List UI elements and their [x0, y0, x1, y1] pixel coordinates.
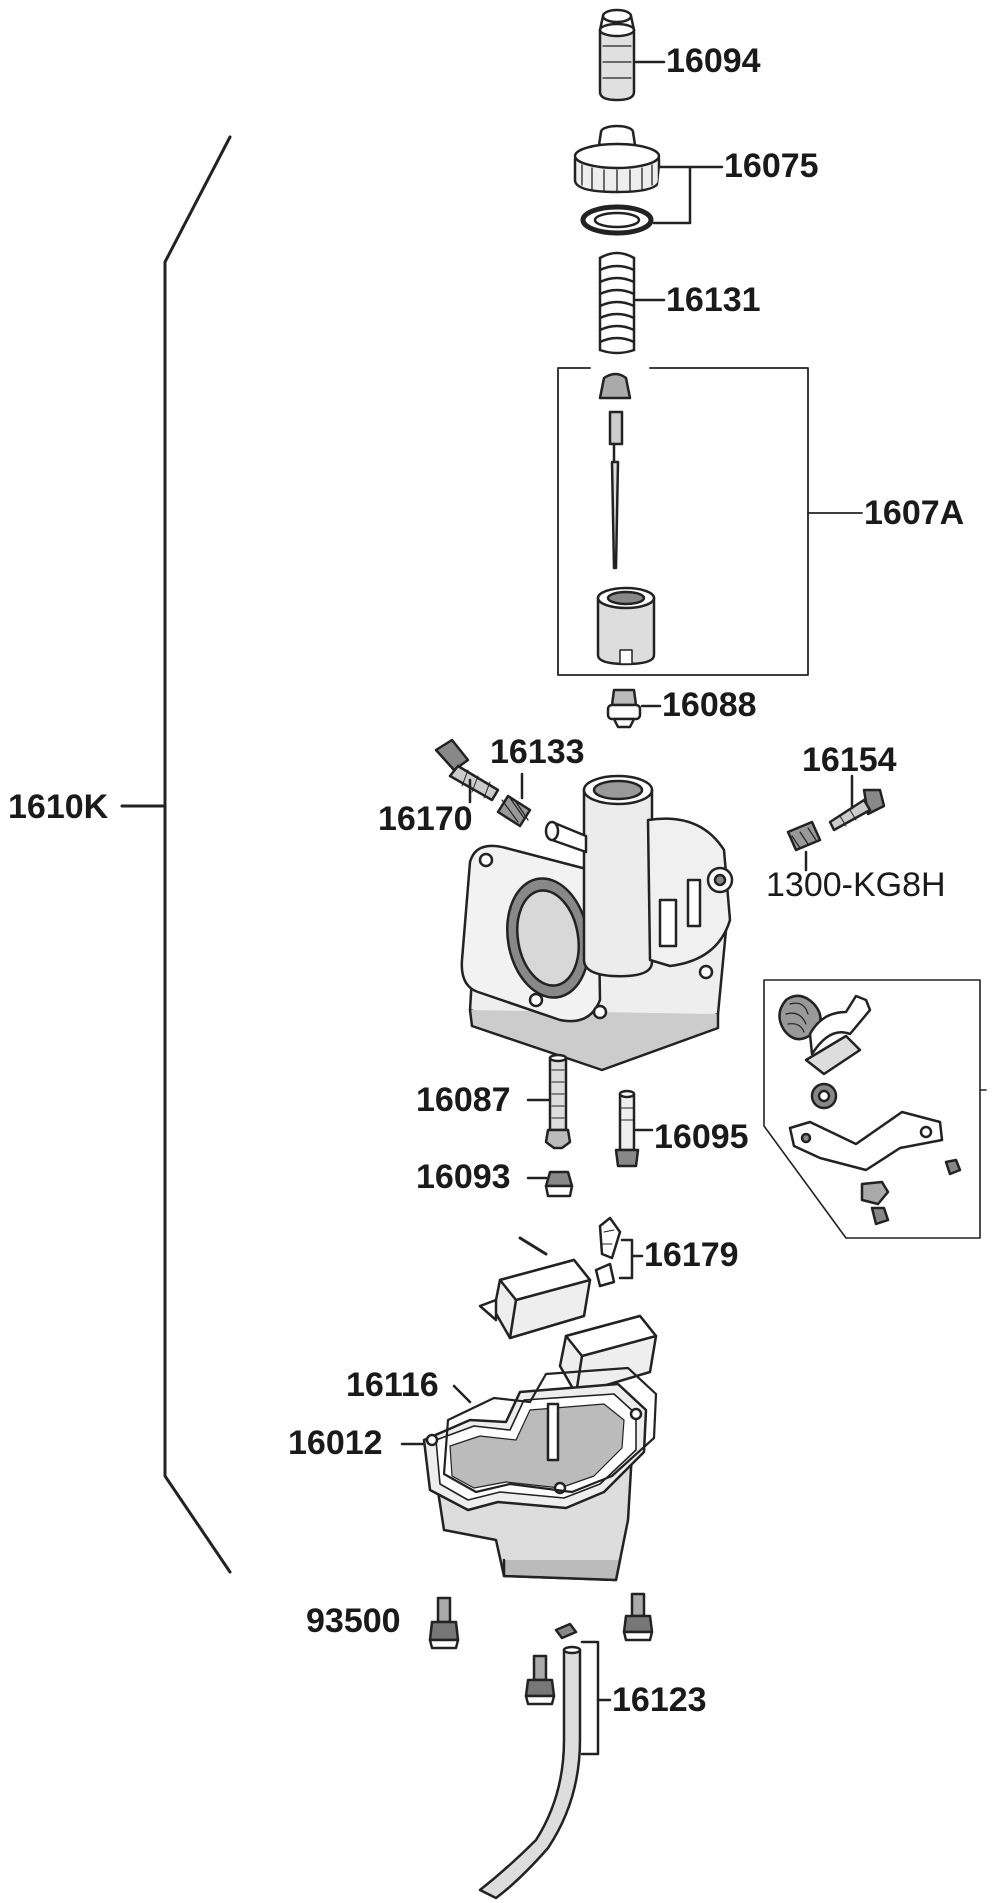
label-16123: 16123 [612, 1681, 707, 1719]
throttle-linkage-inset [763, 979, 987, 1239]
label-16095: 16095 [654, 1118, 749, 1156]
label-1300-kg8h: 1300-KG8H [766, 866, 946, 904]
label-1607A: 1607A [864, 494, 965, 532]
part-93500-screws [428, 1592, 654, 1706]
part-16123-drain-tube [478, 1622, 612, 1900]
part-16133-spring [496, 772, 532, 828]
label-16116: 16116 [346, 1366, 439, 1404]
label-16087: 16087 [416, 1081, 511, 1119]
part-16116-gasket [442, 1366, 658, 1494]
part-16095-pilot-jet [614, 1089, 654, 1168]
label-16131: 16131 [666, 281, 761, 319]
part-1607a-slide-kit [557, 367, 863, 676]
part-16088-jet [606, 688, 662, 729]
label-93500: 93500 [306, 1602, 401, 1640]
label-16093: 16093 [416, 1158, 511, 1196]
label-16088: 16088 [662, 686, 757, 724]
part-16170-pilot-screw [434, 738, 500, 804]
part-16087-needle-jet [526, 1053, 572, 1150]
part-16075-top-nut [573, 124, 724, 236]
label-16094: 16094 [666, 42, 761, 80]
label-16012: 16012 [288, 1424, 383, 1462]
part-16094-rubber-cap [598, 8, 666, 102]
label-16170: 16170 [378, 800, 473, 838]
part-16093-main-jet [526, 1170, 574, 1198]
label-16179: 16179 [644, 1236, 739, 1274]
part-16012-float-bowl [400, 1382, 648, 1582]
part-16179-float-valve [594, 1216, 644, 1288]
label-16154: 16154 [802, 741, 897, 779]
assembly-bracket-1610k [120, 135, 232, 1574]
part-16131-spring [598, 251, 666, 355]
label-16075: 16075 [724, 147, 819, 185]
label-1610K: 1610K [8, 788, 109, 826]
part-16154-throttle-stop-screw [828, 774, 886, 832]
carburetor-body [460, 774, 734, 1072]
label-16133: 16133 [490, 733, 585, 771]
part-1300-kg8h-spring [786, 820, 822, 872]
